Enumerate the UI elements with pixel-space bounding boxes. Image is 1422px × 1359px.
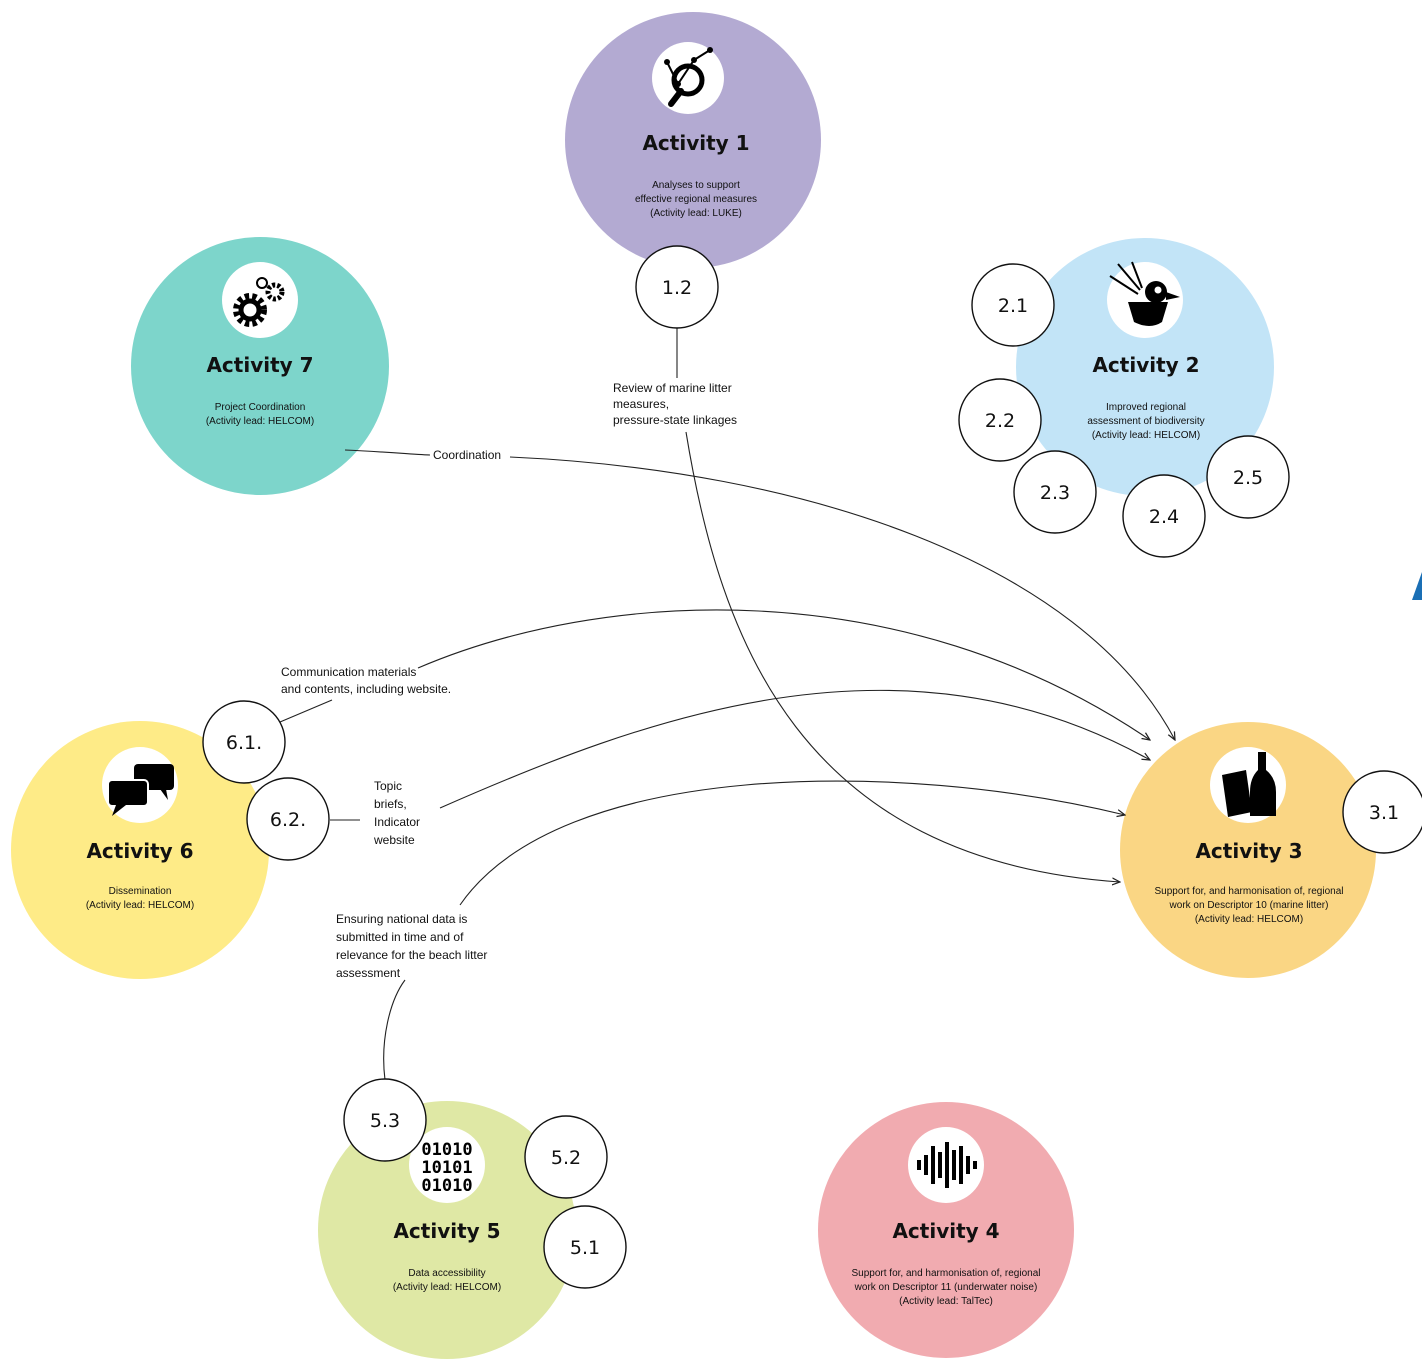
link-ensuring-label-3: relevance for the beach litter bbox=[336, 948, 487, 962]
activity-5-title: Activity 5 bbox=[393, 1219, 500, 1243]
activity-1-desc-3: (Activity lead: LUKE) bbox=[650, 208, 742, 219]
subtask-5-2: 5.2 bbox=[524, 1115, 608, 1199]
activity-4-desc-1: Support for, and harmonisation of, regio… bbox=[851, 1268, 1040, 1279]
activity-3-desc-1: Support for, and harmonisation of, regio… bbox=[1154, 886, 1343, 897]
activity-2-circle bbox=[1016, 238, 1274, 496]
link-coordination-line bbox=[344, 449, 1175, 740]
activity-7-node bbox=[131, 237, 389, 495]
subtask-1-2: 1.2 bbox=[635, 245, 719, 329]
svg-text:01010: 01010 bbox=[421, 1140, 472, 1160]
link-review-label-1: Review of marine litter bbox=[613, 381, 732, 395]
svg-text:5.3: 5.3 bbox=[370, 1110, 400, 1132]
activity-6-title: Activity 6 bbox=[86, 839, 193, 863]
activity-6-circle bbox=[11, 721, 269, 979]
link-ensuring-label-4: assessment bbox=[336, 966, 401, 980]
link-review-label-3: pressure-state linkages bbox=[613, 413, 737, 427]
activity-2-node bbox=[1016, 238, 1274, 496]
activity-5-node bbox=[318, 1101, 576, 1359]
activity-6-node bbox=[11, 721, 269, 979]
activity-1-title: Activity 1 bbox=[642, 131, 749, 155]
subtask-2-5: 2.5 bbox=[1206, 435, 1290, 519]
link-communication-label-1: Communication materials bbox=[281, 665, 416, 679]
activity-3-desc-3: (Activity lead: HELCOM) bbox=[1195, 914, 1303, 925]
activity-3-title: Activity 3 bbox=[1195, 839, 1302, 863]
link-review-label-2: measures, bbox=[613, 397, 669, 411]
activity-2-desc-2: assessment of biodiversity bbox=[1087, 416, 1204, 427]
link-coordination-label: Coordination bbox=[433, 448, 501, 462]
link-communication-line bbox=[279, 609, 1150, 740]
activity-7-title: Activity 7 bbox=[206, 353, 313, 377]
activity-5-desc-2: (Activity lead: HELCOM) bbox=[393, 1282, 501, 1293]
activity-3-circle bbox=[1120, 722, 1376, 978]
activity-4-desc-3: (Activity lead: TalTec) bbox=[899, 1296, 993, 1307]
activity-1-desc-2: effective regional measures bbox=[635, 194, 757, 205]
svg-text:2.4: 2.4 bbox=[1149, 506, 1179, 528]
activity-4-title: Activity 4 bbox=[892, 1219, 999, 1243]
activity-1-desc-1: Analyses to support bbox=[652, 180, 740, 191]
activity-7-circle bbox=[131, 237, 389, 495]
magnifier-chart-icon bbox=[652, 42, 724, 114]
subtask-5-1: 5.1 bbox=[543, 1205, 627, 1289]
subtask-2-2: 2.2 bbox=[958, 378, 1042, 462]
activity-1-circle bbox=[565, 12, 821, 268]
activity-2-desc-1: Improved regional bbox=[1106, 402, 1186, 413]
activity-3-node bbox=[1120, 722, 1376, 978]
activity-3-desc-2: work on Descriptor 10 (marine litter) bbox=[1169, 900, 1329, 911]
activity-6-desc-1: Dissemination bbox=[109, 886, 172, 897]
activity-1-node bbox=[565, 12, 821, 268]
svg-text:3.1: 3.1 bbox=[1369, 802, 1399, 824]
sound-wave-icon bbox=[908, 1127, 984, 1203]
svg-text:01010: 01010 bbox=[421, 1176, 472, 1196]
cutoff-accent-mark bbox=[1412, 572, 1422, 600]
svg-text:2.3: 2.3 bbox=[1040, 482, 1070, 504]
activity-2-desc-3: (Activity lead: HELCOM) bbox=[1092, 430, 1200, 441]
activity-5-desc-1: Data accessibility bbox=[408, 1268, 485, 1279]
activity-4-node bbox=[818, 1102, 1074, 1358]
svg-text:6.2.: 6.2. bbox=[270, 809, 306, 831]
activity-2-title: Activity 2 bbox=[1092, 353, 1199, 377]
svg-text:2.2: 2.2 bbox=[985, 410, 1015, 432]
activity-4-circle bbox=[818, 1102, 1074, 1358]
subtask-6-1: 6.1. bbox=[202, 700, 286, 784]
link-topic-label-3: Indicator bbox=[374, 815, 420, 829]
subtask-2-3: 2.3 bbox=[1013, 450, 1097, 534]
link-topic-line bbox=[330, 689, 1150, 821]
svg-text:6.1.: 6.1. bbox=[226, 732, 262, 754]
svg-text:10101: 10101 bbox=[421, 1158, 472, 1178]
binary-data-icon: 01010 10101 01010 bbox=[409, 1127, 485, 1203]
svg-text:1.2: 1.2 bbox=[662, 277, 692, 299]
link-topic-label-4: website bbox=[373, 833, 415, 847]
activity-6-desc-2: (Activity lead: HELCOM) bbox=[86, 900, 194, 911]
litter-bottle-icon bbox=[1210, 747, 1286, 823]
speech-bubbles-icon bbox=[102, 747, 178, 823]
svg-text:5.1: 5.1 bbox=[570, 1237, 600, 1259]
svg-text:2.1: 2.1 bbox=[998, 295, 1028, 317]
activity-5-circle bbox=[318, 1101, 576, 1359]
activity-7-desc-1: Project Coordination bbox=[215, 402, 306, 413]
link-communication-label-2: and contents, including website. bbox=[281, 682, 451, 696]
subtask-5-3: 5.3 bbox=[343, 1078, 427, 1162]
link-topic-label-1: Topic bbox=[374, 779, 402, 793]
link-ensuring-line bbox=[383, 780, 1125, 1081]
subtask-2-4: 2.4 bbox=[1122, 474, 1206, 558]
subtask-2-1: 2.1 bbox=[971, 263, 1055, 347]
subtask-6-2: 6.2. bbox=[246, 777, 330, 861]
gears-icon bbox=[222, 262, 298, 338]
link-topic-label-2: briefs, bbox=[374, 797, 407, 811]
activity-4-desc-2: work on Descriptor 11 (underwater noise) bbox=[854, 1282, 1038, 1293]
svg-text:2.5: 2.5 bbox=[1233, 467, 1263, 489]
activity-7-desc-2: (Activity lead: HELCOM) bbox=[206, 416, 314, 427]
bird-icon bbox=[1107, 261, 1183, 338]
link-ensuring-label-2: submitted in time and of bbox=[336, 930, 464, 944]
subtask-3-1: 3.1 bbox=[1342, 770, 1422, 854]
svg-text:5.2: 5.2 bbox=[551, 1147, 581, 1169]
link-ensuring-label-1: Ensuring national data is bbox=[336, 912, 467, 926]
